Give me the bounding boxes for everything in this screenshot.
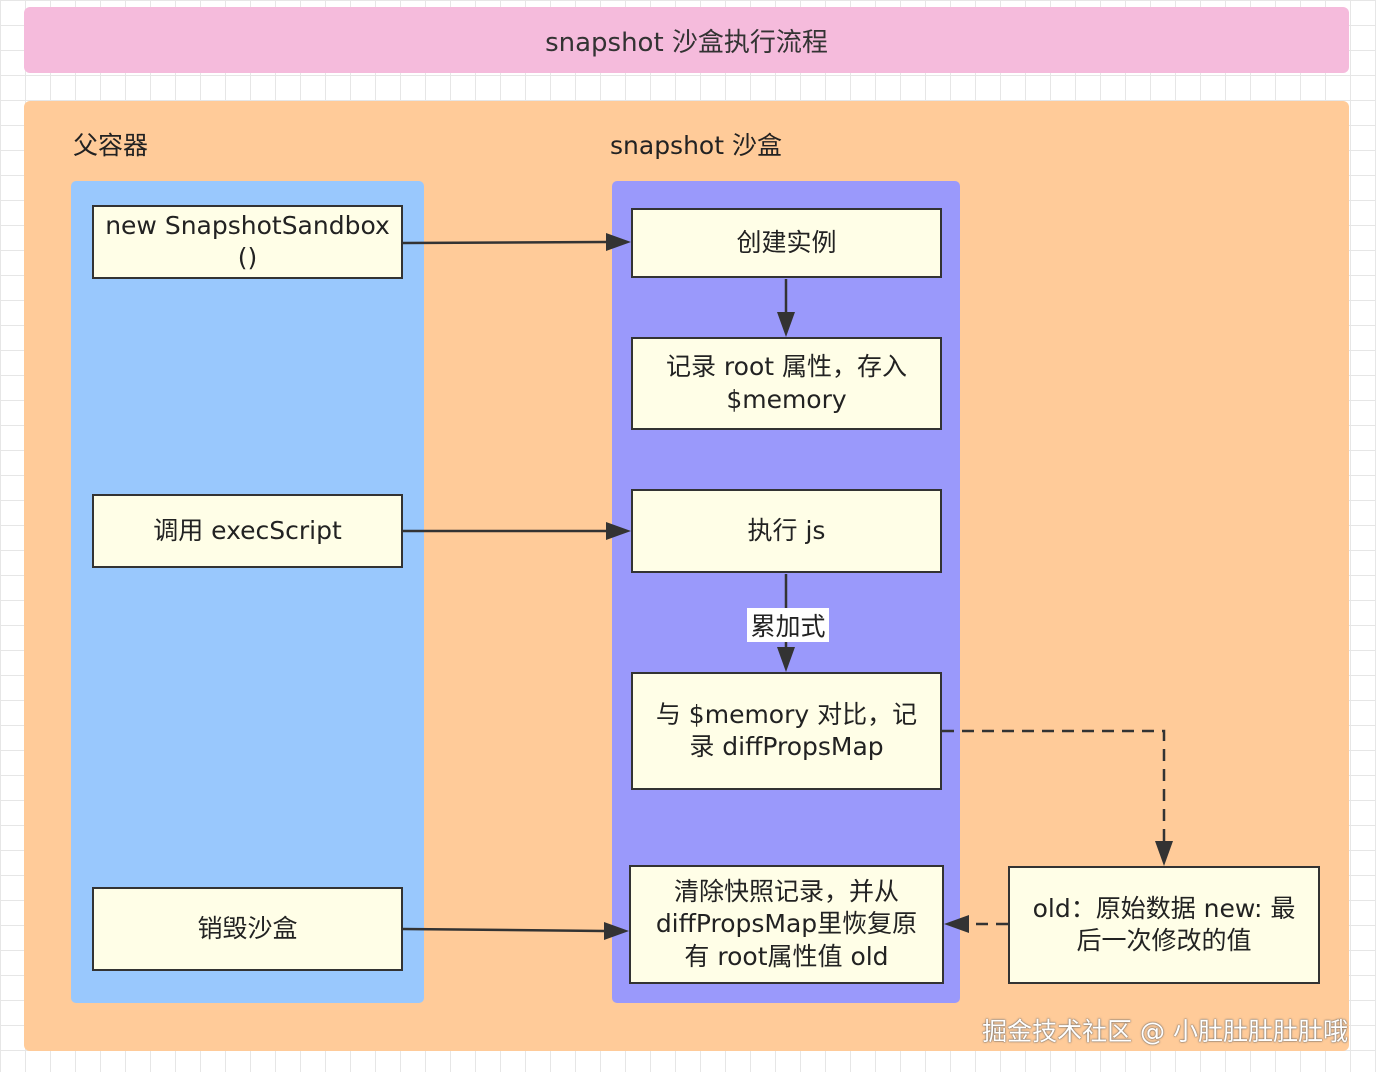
node-new-snapshot-sandbox: new SnapshotSandbox() [92,205,403,279]
diagram-title: snapshot 沙盒执行流程 [24,7,1349,73]
lane-label-sandbox: snapshot 沙盒 [610,131,782,160]
edge-label-accumulative: 累加式 [747,608,829,642]
parent-container-lane [71,181,424,1003]
node-compare-memory: 与 $memory 对比，记录 diffPropsMap [631,672,942,790]
node-old-new-note: old：原始数据 new: 最后一次修改的值 [1008,866,1320,984]
node-record-root-properties: 记录 root 属性，存入 $memory [631,337,942,430]
watermark: 掘金技术社区 @ 小肚肚肚肚肚哦 [982,1017,1348,1046]
node-restore-root-properties: 清除快照记录，并从 diffPropsMap里恢复原有 root属性值 old [629,865,944,984]
node-destroy-sandbox: 销毁沙盒 [92,887,403,971]
node-create-instance: 创建实例 [631,208,942,278]
node-execute-js: 执行 js [631,489,942,573]
node-call-execscript: 调用 execScript [92,494,403,568]
lane-label-parent: 父容器 [73,131,149,160]
